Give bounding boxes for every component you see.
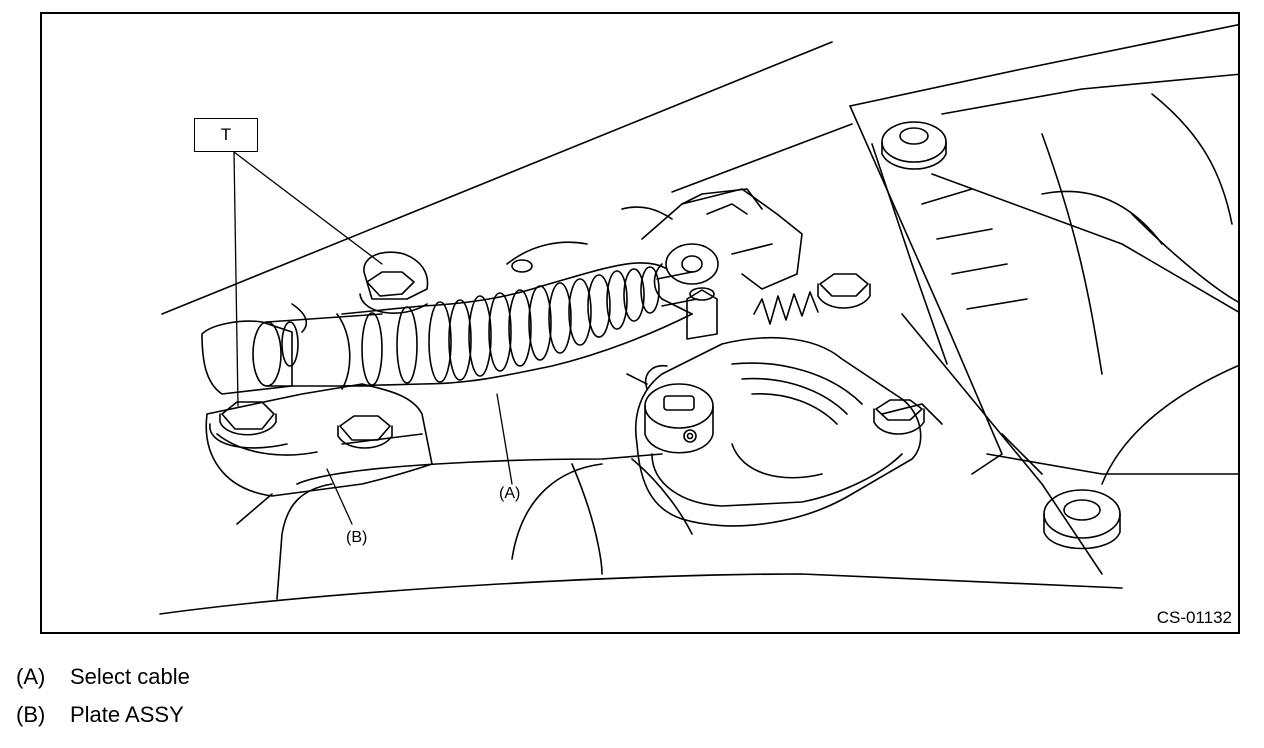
plate-assy xyxy=(205,383,433,497)
bolt-top-right xyxy=(817,273,871,309)
select-cable-illustration xyxy=(159,24,1238,615)
figure-frame: T (A) (B) CS-01132 xyxy=(40,12,1240,634)
transmission-body-outline xyxy=(159,41,1123,615)
leader-lines xyxy=(233,151,513,525)
return-spring xyxy=(753,291,819,325)
cable-end-fitting xyxy=(201,303,383,395)
shift-shaft xyxy=(626,364,714,454)
figure-code: CS-01132 xyxy=(1156,608,1232,627)
legend-item: (B) Plate ASSY xyxy=(16,702,184,728)
top-washer xyxy=(881,121,947,170)
bolt-upper-t xyxy=(359,251,429,314)
select-lever xyxy=(653,243,719,340)
connector-housing xyxy=(506,188,803,290)
legend-key: (A) xyxy=(16,664,46,689)
callout-b: (B) xyxy=(346,529,368,547)
transmission-case-ribs xyxy=(849,24,1238,575)
lower-washer xyxy=(1043,489,1121,550)
legend-key: (B) xyxy=(16,702,46,727)
select-cable xyxy=(341,262,698,387)
legend-item: (A) Select cable xyxy=(16,664,190,690)
torque-callout-box: T xyxy=(194,118,258,152)
torque-label: T xyxy=(220,125,232,144)
bolt-plate xyxy=(337,415,393,449)
shifter-housing xyxy=(634,336,943,527)
bolt-lower-t xyxy=(209,401,288,449)
bolt-bottom-right xyxy=(873,399,925,435)
callout-a: (A) xyxy=(499,485,521,503)
legend-text: Plate ASSY xyxy=(70,702,184,727)
legend-text: Select cable xyxy=(70,664,190,689)
